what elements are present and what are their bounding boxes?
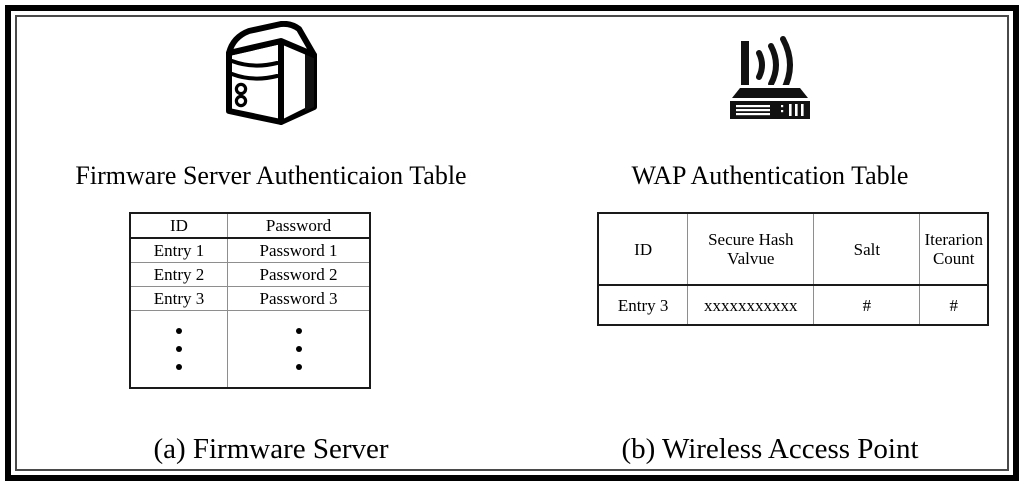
server-icon-container <box>17 17 525 127</box>
caption-wireless-access-point: (b) Wireless Access Point <box>621 433 919 465</box>
cell-password: Password 1 <box>227 237 370 263</box>
header-line: Iterarion <box>924 230 983 249</box>
cell-id: Entry 2 <box>130 262 228 287</box>
header-line: ID <box>634 239 653 259</box>
table-row: Entry 3 xxxxxxxxxxx # # <box>597 284 988 325</box>
caption-firmware-server: (a) Firmware Server <box>153 433 389 465</box>
dot <box>295 364 302 370</box>
header-secure-hash-value: Secure Hash Valvue <box>687 213 815 286</box>
cell-iteration-count: # <box>919 284 988 325</box>
header-password: Password <box>227 213 370 239</box>
wireless-router-icon <box>727 36 813 121</box>
dot <box>176 364 182 370</box>
panel-firmware-server: Firmware Server Authenticaion Table ID P… <box>17 17 525 469</box>
wap-icon-container <box>525 17 1015 127</box>
dot <box>176 328 182 334</box>
cell-secure-hash-value: xxxxxxxxxxx <box>687 284 815 325</box>
table-row: Entry 1 Password 1 <box>130 237 370 263</box>
cell-password: Password 2 <box>227 262 370 287</box>
panel-wireless-access-point: WAP Authentication Table ID Secure Hash … <box>525 17 1015 469</box>
table-continuation-row <box>130 310 370 388</box>
header-iteration-count: Iterarion Count <box>919 213 988 286</box>
wap-table-title: WAP Authentication Table <box>631 161 909 190</box>
cell-id: Entry 1 <box>130 237 228 263</box>
vertical-ellipsis-icon <box>130 310 228 388</box>
vertical-ellipsis-icon <box>227 310 370 388</box>
cell-id: Entry 3 <box>130 286 228 311</box>
header-line: Secure Hash <box>708 230 794 249</box>
server-tower-icon <box>226 21 317 125</box>
header-line: Salt <box>853 239 881 259</box>
wap-auth-table: ID Secure Hash Valvue Salt Iterarion Cou… <box>597 212 989 326</box>
table-row: Entry 3 Password 3 <box>130 286 370 311</box>
firmware-table-title: Firmware Server Authenticaion Table <box>75 161 467 190</box>
header-id: ID <box>597 213 689 286</box>
cell-password: Password 3 <box>227 286 370 311</box>
cell-salt: # <box>813 284 921 325</box>
table-header-row: ID Secure Hash Valvue Salt Iterarion Cou… <box>597 213 988 286</box>
header-id: ID <box>130 213 228 239</box>
header-line: Count <box>932 249 975 268</box>
figure-outer-frame: Firmware Server Authenticaion Table ID P… <box>5 5 1019 481</box>
dot <box>295 328 302 334</box>
firmware-auth-table: ID Password Entry 1 Password 1 Entry 2 P… <box>129 212 371 389</box>
table-header-row: ID Password <box>130 213 370 239</box>
dot <box>176 346 182 352</box>
table-row: Entry 2 Password 2 <box>130 262 370 287</box>
dot <box>295 346 302 352</box>
header-salt: Salt <box>813 213 921 286</box>
figure-inner-frame: Firmware Server Authenticaion Table ID P… <box>15 15 1009 471</box>
header-line: Valvue <box>727 249 775 268</box>
cell-id: Entry 3 <box>597 284 689 325</box>
